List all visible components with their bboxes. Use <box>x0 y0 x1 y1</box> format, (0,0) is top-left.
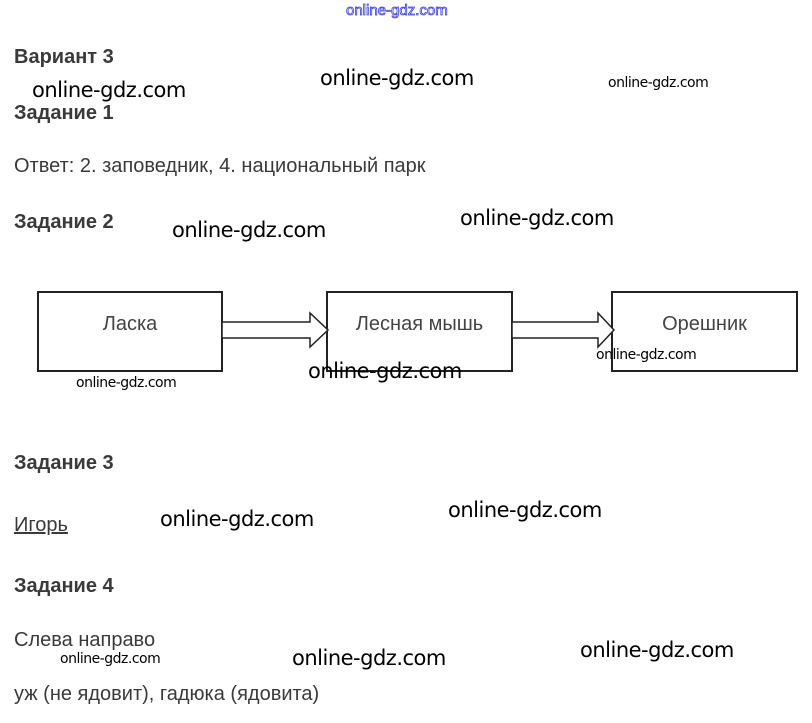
watermark: online-gdz.com <box>580 638 734 662</box>
chain-box-wood-mouse: Лесная мышь <box>326 291 513 372</box>
watermark: online-gdz.com <box>172 218 326 242</box>
watermark: online-gdz.com <box>460 206 614 230</box>
task1-heading: Задание 1 <box>14 102 114 124</box>
watermark: online-gdz.com <box>76 375 177 391</box>
watermark: online-gdz.com <box>596 347 697 363</box>
header-watermark: online-gdz.com <box>346 2 449 20</box>
variant-title: Вариант 3 <box>14 46 114 68</box>
task4-line1: Слева направо <box>14 629 156 651</box>
task2-heading: Задание 2 <box>14 211 114 233</box>
watermark: online-gdz.com <box>292 646 446 670</box>
task4-line2: уж (не ядовит), гадюка (ядовита) <box>14 683 320 705</box>
task1-answer: Ответ: 2. заповедник, 4. национальный па… <box>14 155 426 177</box>
watermark: online-gdz.com <box>60 651 161 667</box>
task4-heading: Задание 4 <box>14 575 114 597</box>
watermark: online-gdz.com <box>160 507 314 531</box>
task3-heading: Задание 3 <box>14 452 114 474</box>
watermark: online-gdz.com <box>308 359 462 383</box>
chain-box-weasel: Ласка <box>37 291 223 372</box>
watermark: online-gdz.com <box>320 66 474 90</box>
arrow-icon <box>512 311 616 349</box>
watermark: online-gdz.com <box>608 75 709 91</box>
arrow-icon <box>222 311 330 349</box>
task3-answer: Игорь <box>14 514 68 536</box>
watermark: online-gdz.com <box>448 498 602 522</box>
watermark: online-gdz.com <box>32 78 186 102</box>
